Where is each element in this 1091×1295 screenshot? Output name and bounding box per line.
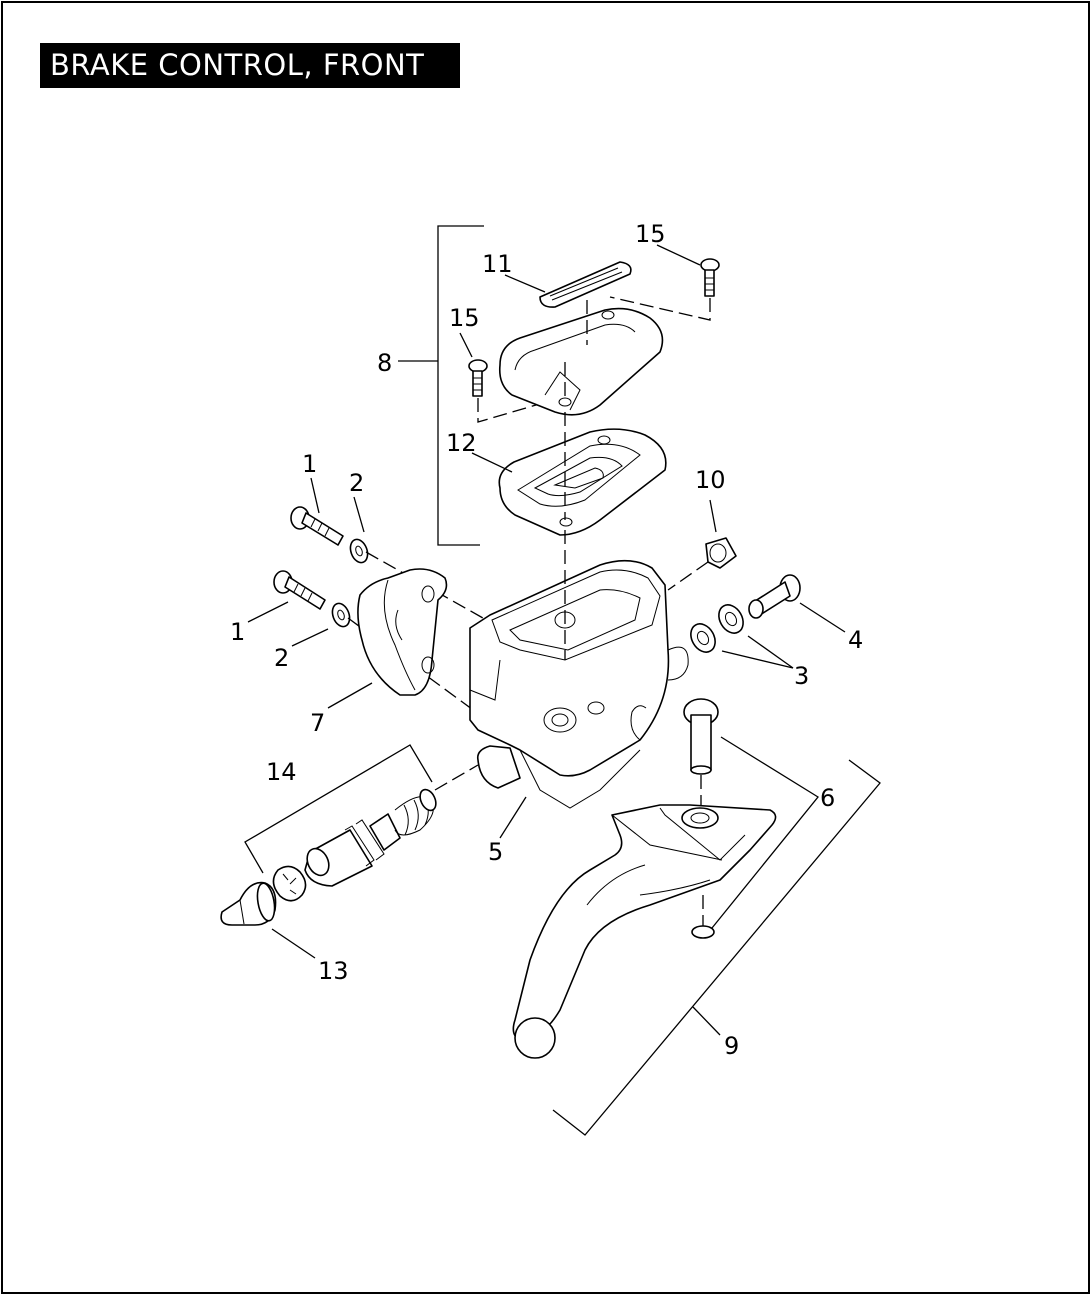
page-title: BRAKE CONTROL, FRONT [40, 43, 460, 88]
reservoir-cover-part [498, 300, 664, 416]
handlebar-clamp-part [357, 568, 448, 696]
pivot-pin-part [683, 698, 719, 815]
washer-part-2-upper [349, 538, 369, 564]
callout-15-top: 15 [635, 220, 666, 248]
diaphragm-gasket-part [498, 412, 667, 536]
retaining-ring-part [272, 865, 307, 902]
callout-4: 4 [848, 626, 863, 654]
callout-6: 6 [820, 784, 835, 812]
e-clip-part [691, 895, 715, 939]
callout-10: 10 [695, 466, 726, 494]
callout-14: 14 [266, 758, 297, 786]
callout-9: 9 [724, 1032, 739, 1060]
screw-part-1-lower [273, 570, 326, 610]
callout-7: 7 [310, 709, 325, 737]
callout-1-upper: 1 [302, 450, 317, 478]
callout-3: 3 [794, 662, 809, 690]
callout-2-lower: 2 [274, 644, 289, 672]
callout-12: 12 [446, 429, 477, 457]
screw-part-1-upper [290, 506, 344, 546]
washer-part-3-left [690, 623, 716, 653]
screw-part-left [468, 359, 561, 423]
washer-part-3-right [718, 604, 744, 634]
bracket-8 [398, 225, 484, 546]
callout-15-left: 15 [449, 304, 480, 332]
fitting-part-10 [667, 537, 737, 591]
brake-lever-part [512, 804, 777, 1059]
screw-part-top-right [609, 258, 720, 321]
washer-part-2-lower [331, 602, 351, 628]
bracket-14 [244, 744, 433, 874]
bracket-9 [552, 759, 881, 1136]
callout-13: 13 [318, 957, 349, 985]
callout-1-lower: 1 [230, 618, 245, 646]
leader-lines [247, 244, 846, 959]
callout-5: 5 [488, 838, 503, 866]
piston-assembly-part [304, 788, 437, 887]
callout-11: 11 [482, 250, 513, 278]
banjo-bolt-part [748, 574, 801, 619]
callout-2-upper: 2 [349, 469, 364, 497]
master-cylinder-body-part [434, 530, 689, 809]
callout-8: 8 [377, 349, 392, 377]
boot-part [220, 881, 277, 926]
cover-label-part [539, 261, 632, 308]
